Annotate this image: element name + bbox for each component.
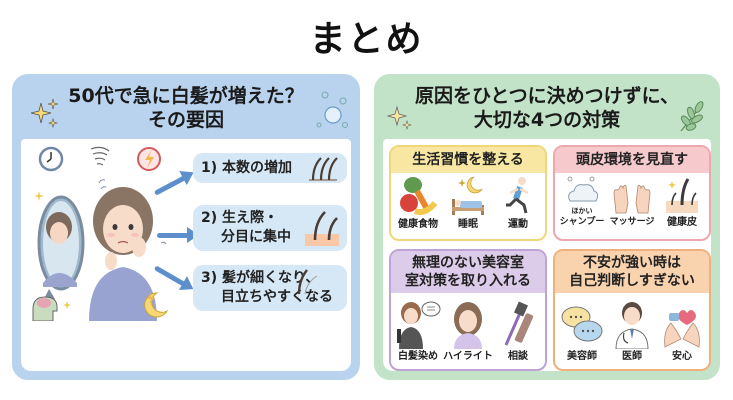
cause-label-line2: 分目に集中 [221, 229, 291, 245]
causes-panel-header: 50代で急に白髪が増えた？ その要因 [15, 77, 357, 139]
measure-card-salon: 無理のない美容室 室対策を取り入れる 白髪染め [389, 249, 547, 371]
measure-card-lifestyle: 生活習慣を整える 健康食物 [389, 145, 547, 241]
measure-item: 美容師 [557, 303, 607, 362]
measure-card-scalp: 頭皮環境を見直す ほかい シャンプー マ [553, 145, 711, 241]
sparkle-icon [34, 191, 44, 201]
card-header: 頭皮環境を見直す [555, 147, 709, 173]
measure-item: ハイライト [443, 299, 493, 362]
healthy-scalp-icon [666, 178, 698, 213]
bubbles-icon [316, 91, 348, 128]
sparkle-icon [387, 105, 412, 130]
hair-strands-icon [309, 157, 338, 181]
woman-worried-icon [89, 179, 167, 321]
measures-panel: 原因をひとつに決めつけずに、 大切な4つの対策 生活習慣を整える [374, 74, 720, 380]
no-lightning-icon [137, 147, 161, 171]
causes-panel-body: 1) 本数の増加 2) 生え際・ 分目に集中 3) 髪が細くなり、 目立ちやすく… [21, 139, 351, 371]
cause-label: 1) 本数の増加 [201, 160, 293, 176]
card-header: 不安が強い時は 自己判断しすぎない [555, 251, 709, 293]
speech-bubbles-icon [561, 306, 603, 342]
leaf-branch-icon [680, 101, 704, 132]
hands-icon [613, 184, 651, 214]
measure-item: マッサージ [607, 175, 657, 228]
causes-title-line1: 50代で急に白髪が増えた？ [68, 85, 304, 107]
foam-icon [567, 176, 599, 202]
measure-item: 相談 [493, 299, 543, 362]
measure-item: 安心 [657, 303, 707, 362]
measures-panel-header: 原因をひとつに決めつけずに、 大切な4つの対策 [377, 77, 717, 139]
measure-card-consult: 不安が強い時は 自己判断しすぎない 美容師 [553, 249, 711, 371]
brain-icon [32, 296, 58, 322]
cause-item: 1) 本数の増加 [193, 153, 347, 183]
running-icon [506, 177, 529, 214]
vegetables-icon [400, 177, 438, 215]
measures-title-line2: 大切な4つの対策 [473, 109, 621, 131]
bed-moon-icon [452, 176, 484, 215]
measures-panel-body: 生活習慣を整える 健康食物 [383, 139, 711, 371]
causes-title-line2: その要因 [147, 109, 224, 131]
tornado-icon [90, 146, 110, 166]
thin-hair-icon [297, 269, 318, 295]
card-header: 無理のない美容室 室対策を取り入れる [391, 251, 545, 293]
clock-icon [38, 146, 64, 172]
measure-item: 白髪染め [393, 299, 443, 362]
hair-root-icon [305, 211, 339, 246]
measures-title-line1: 原因をひとつに決めつけずに、 [414, 85, 680, 107]
causes-panel: 50代で急に白髪が増えた？ その要因 [12, 74, 360, 380]
cause-item: 2) 生え際・ 分目に集中 [193, 205, 347, 251]
measure-item: 運動 [493, 175, 543, 230]
moon-icon [144, 292, 169, 318]
measure-item: 睡眠 [443, 175, 493, 230]
cause-label: 3) 髪が細くなり、 [201, 270, 320, 286]
heart-hands-icon [664, 310, 700, 348]
measure-item: 健康皮 [657, 175, 707, 228]
measure-item: 医師 [607, 299, 657, 362]
sparkle-icon [63, 301, 71, 309]
stylist-icon [397, 301, 441, 349]
cause-item: 3) 髪が細くなり、 目立ちやすくなる [193, 265, 347, 311]
card-header: 生活習慣を整える [391, 147, 545, 173]
dye-brush-icon [504, 301, 534, 346]
cause-label: 2) 生え際・ [201, 210, 279, 226]
page-title: まとめ [309, 19, 424, 60]
measure-item: ほかい シャンプー [557, 175, 607, 228]
sparkle-icon [30, 98, 59, 128]
mirror-icon [37, 195, 85, 301]
woman-hair-icon [454, 302, 482, 349]
measure-item: 健康食物 [393, 175, 443, 230]
doctor-icon [615, 302, 649, 349]
arrow-icon [157, 227, 199, 243]
worried-woman-illustration [27, 143, 175, 322]
